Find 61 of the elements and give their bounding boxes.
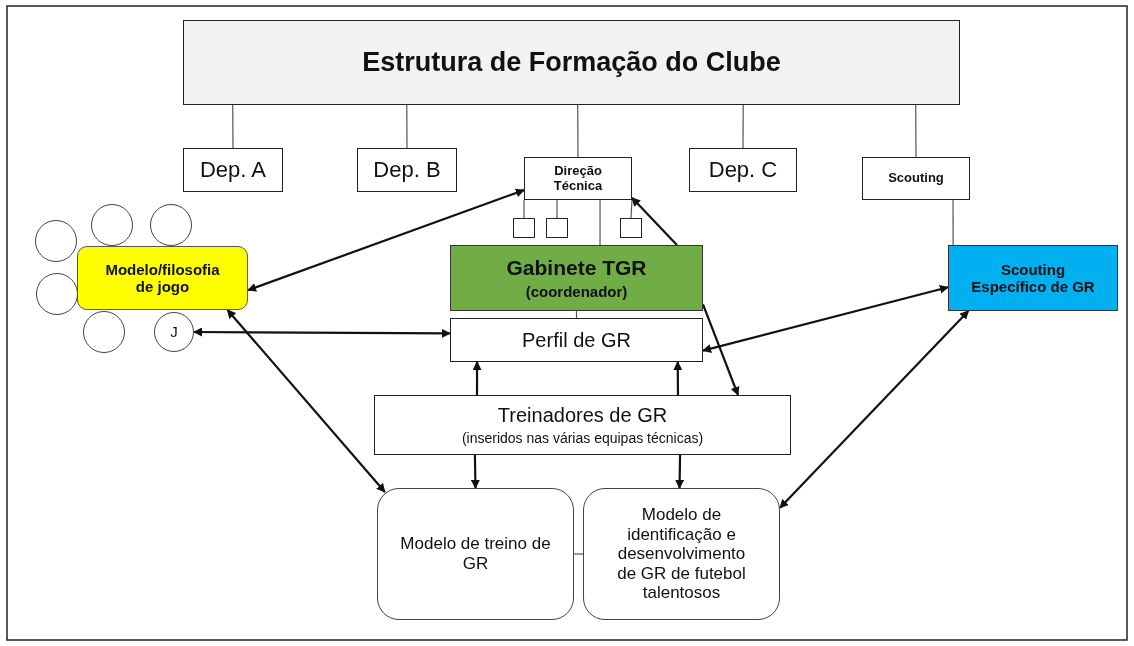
- box-label: Modelo de treino de GR: [400, 534, 551, 574]
- box-label: Estrutura de Formação do Clube: [362, 46, 781, 78]
- connector-line: [556, 199, 558, 219]
- small-box: [546, 218, 568, 238]
- department-box: [183, 148, 283, 192]
- connector-line: [575, 310, 578, 319]
- box-label: Modelo/filosofia de jogo: [104, 260, 221, 296]
- small-box: [620, 218, 642, 238]
- arrow: [247, 188, 525, 292]
- box-label: Perfil de GR: [522, 328, 631, 352]
- box-label: Scouting Específico de GR: [970, 260, 1096, 296]
- connector-line: [577, 104, 579, 158]
- arrow: [673, 361, 683, 395]
- connector-line: [630, 199, 633, 219]
- empty-circle: [35, 220, 77, 262]
- box-title: Treinadores de GR: [497, 403, 668, 427]
- player-circle: [154, 312, 194, 352]
- arrow: [631, 197, 678, 246]
- empty-circle: [91, 204, 133, 246]
- arrow: [675, 455, 685, 489]
- box-label: Dep. B: [373, 157, 441, 183]
- box-label: Scouting: [888, 171, 944, 186]
- arrow: [779, 310, 970, 509]
- office-box: [450, 245, 703, 311]
- title-box: [183, 20, 960, 105]
- arrow: [470, 455, 480, 489]
- box-subtitle: (coordenador): [525, 282, 628, 301]
- arrow: [193, 327, 451, 338]
- coaches-box: [374, 395, 791, 455]
- department-box: [357, 148, 457, 192]
- connector-line: [952, 199, 954, 246]
- connector-line: [232, 104, 234, 149]
- empty-circle: [150, 204, 192, 246]
- arrow: [226, 309, 386, 493]
- arrow: [702, 284, 949, 353]
- profile-box: [450, 318, 703, 362]
- circle-label: J: [170, 323, 178, 341]
- box-label: Direção Técnica: [552, 163, 604, 194]
- arrow: [701, 304, 740, 396]
- model-box: [583, 488, 780, 620]
- model-box: [77, 246, 248, 310]
- connector-line: [573, 553, 584, 555]
- department-box: [862, 157, 970, 200]
- department-box: [524, 157, 632, 200]
- connector-line: [742, 104, 744, 149]
- connector-line: [915, 104, 917, 158]
- arrow: [472, 361, 482, 395]
- model-box: [377, 488, 574, 620]
- box-subtitle: (inseridos nas várias equipas técnicas): [461, 429, 704, 447]
- box-label: Dep. A: [199, 157, 266, 183]
- connector-line: [599, 199, 601, 246]
- empty-circle: [36, 273, 78, 315]
- connector-line: [523, 199, 525, 219]
- box-label: Dep. C: [708, 157, 778, 183]
- small-box: [513, 218, 535, 238]
- department-box: [689, 148, 797, 192]
- empty-circle: [83, 311, 125, 353]
- box-label: Modelo de identificação e desenvolvimento de GR de futebol talentosos: [616, 505, 747, 603]
- box-title: Gabinete TGR: [506, 255, 647, 280]
- scouting-box: [948, 245, 1118, 311]
- connector-line: [406, 104, 408, 149]
